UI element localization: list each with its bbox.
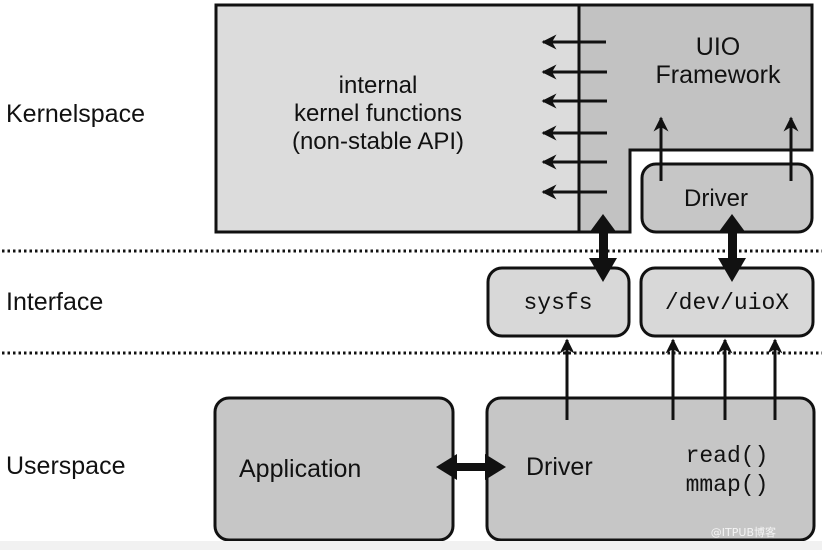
watermark: @ITPUB博客 bbox=[710, 526, 776, 539]
kernel-driver-label: Driver bbox=[684, 185, 748, 212]
mmap-call-label: mmap() bbox=[686, 472, 769, 498]
uio-framework-line1: UIO bbox=[696, 33, 740, 61]
uio-framework-line2: Framework bbox=[655, 61, 781, 89]
app-driver-double-arrow bbox=[436, 454, 506, 480]
driver-devuio-double-arrow bbox=[718, 214, 746, 282]
sysfs-label: sysfs bbox=[523, 290, 592, 316]
layer-label-interface: Interface bbox=[6, 288, 103, 316]
layer-label-userspace: Userspace bbox=[6, 452, 126, 480]
dev-uio-label: /dev/uioX bbox=[665, 290, 789, 316]
kernel-functions-box bbox=[214, 3, 581, 234]
kernel-functions-line1: internal bbox=[339, 72, 418, 99]
layer-label-kernelspace: Kernelspace bbox=[6, 100, 145, 128]
application-label: Application bbox=[239, 455, 361, 483]
api-call-arrows bbox=[541, 34, 607, 200]
bottom-strip bbox=[0, 541, 822, 550]
uio-framework-box bbox=[577, 3, 814, 234]
user-driver-label: Driver bbox=[526, 453, 593, 481]
kernel-functions-line2: kernel functions bbox=[294, 100, 462, 127]
kernel-functions-line3: (non-stable API) bbox=[292, 128, 464, 155]
read-call-label: read() bbox=[686, 443, 769, 469]
sysfs-box bbox=[486, 266, 631, 338]
uio-sysfs-double-arrow bbox=[589, 214, 617, 282]
